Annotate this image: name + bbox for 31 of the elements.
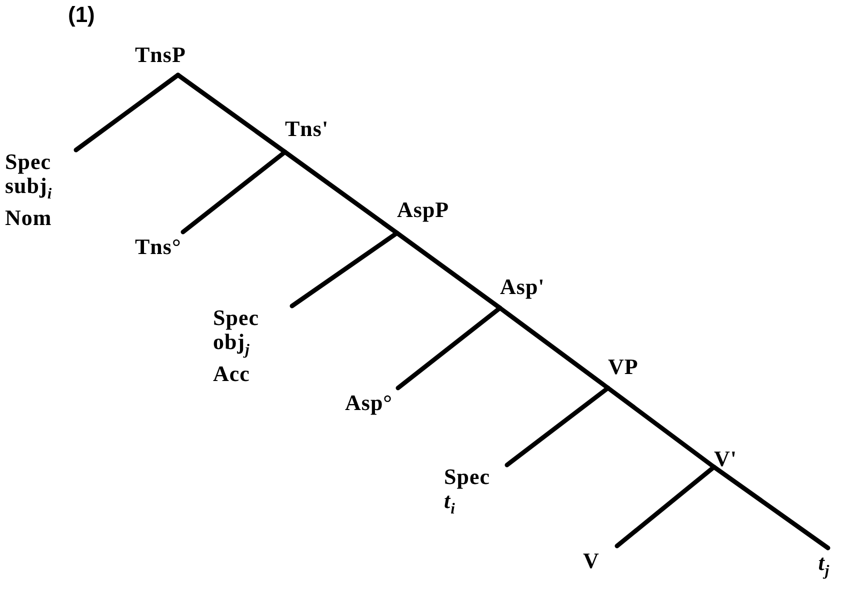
tree-branch bbox=[712, 464, 830, 550]
node-label: Nom bbox=[5, 206, 52, 230]
node-label: t$_{j}$ bbox=[818, 549, 830, 582]
node-label: AspP bbox=[397, 196, 450, 224]
node-label: V bbox=[583, 547, 600, 575]
node-label: Asp' bbox=[500, 273, 545, 301]
tree-branch bbox=[504, 386, 610, 468]
tree-branch bbox=[394, 230, 502, 310]
node-label: subj$_{i}$ bbox=[5, 174, 52, 204]
node-label: Tns° bbox=[135, 233, 182, 261]
node-label: Spec bbox=[5, 150, 51, 174]
tree-branch bbox=[290, 230, 400, 308]
node-label: Spec bbox=[444, 465, 490, 489]
tree-branch bbox=[606, 386, 716, 470]
tree-branch bbox=[282, 150, 400, 236]
node-label: V' bbox=[714, 445, 737, 473]
node-label: Asp° bbox=[345, 389, 392, 417]
node-label: t$_{i}$ bbox=[444, 489, 456, 520]
tree-branch bbox=[396, 306, 502, 390]
example-number: (1) bbox=[68, 2, 95, 28]
node-label: TnsP bbox=[135, 41, 186, 69]
node-label: VP bbox=[608, 353, 638, 381]
node-label: Acc bbox=[213, 362, 250, 386]
node-label: Tns' bbox=[285, 115, 329, 143]
tree-branch bbox=[180, 150, 288, 234]
tree-branch bbox=[74, 72, 180, 152]
node-label: Spec bbox=[213, 306, 259, 330]
tree-branch bbox=[176, 72, 288, 154]
node-label: obj$_{j}$ bbox=[213, 330, 250, 360]
tree-branch bbox=[498, 306, 610, 390]
tree-branch bbox=[614, 464, 716, 548]
